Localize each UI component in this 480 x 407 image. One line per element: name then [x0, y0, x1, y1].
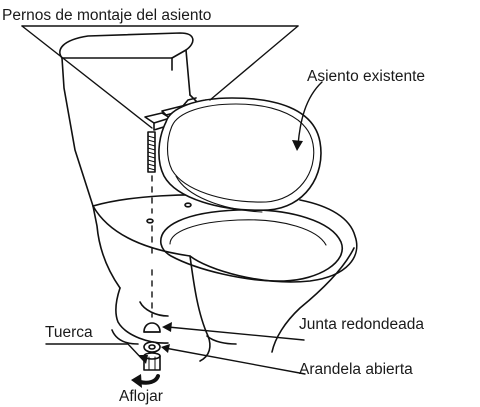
open-washer [143, 341, 161, 353]
rounded-gasket [143, 322, 161, 333]
loosen-arrow [131, 374, 160, 388]
nut-arrow-head [139, 355, 148, 364]
washer-label: Arandela abierta [299, 361, 413, 378]
toilet-tank [59, 32, 233, 207]
gasket-arrow-head [162, 322, 172, 332]
toilet-seat [158, 97, 322, 213]
toilet-bowl [92, 194, 358, 362]
loosen-label: Aflojar [119, 388, 163, 405]
bolts-label: Pernos de montaje del asiento [2, 7, 211, 24]
leader-lines [21, 25, 323, 375]
washer-arrow-head [161, 344, 170, 353]
nut-label: Tuerca [45, 324, 93, 341]
seat-label: Asiento existente [307, 68, 425, 85]
mounting-bolt [147, 131, 156, 173]
seat-arrow-head [292, 140, 303, 151]
gasket-label: Junta redondeada [299, 316, 424, 333]
